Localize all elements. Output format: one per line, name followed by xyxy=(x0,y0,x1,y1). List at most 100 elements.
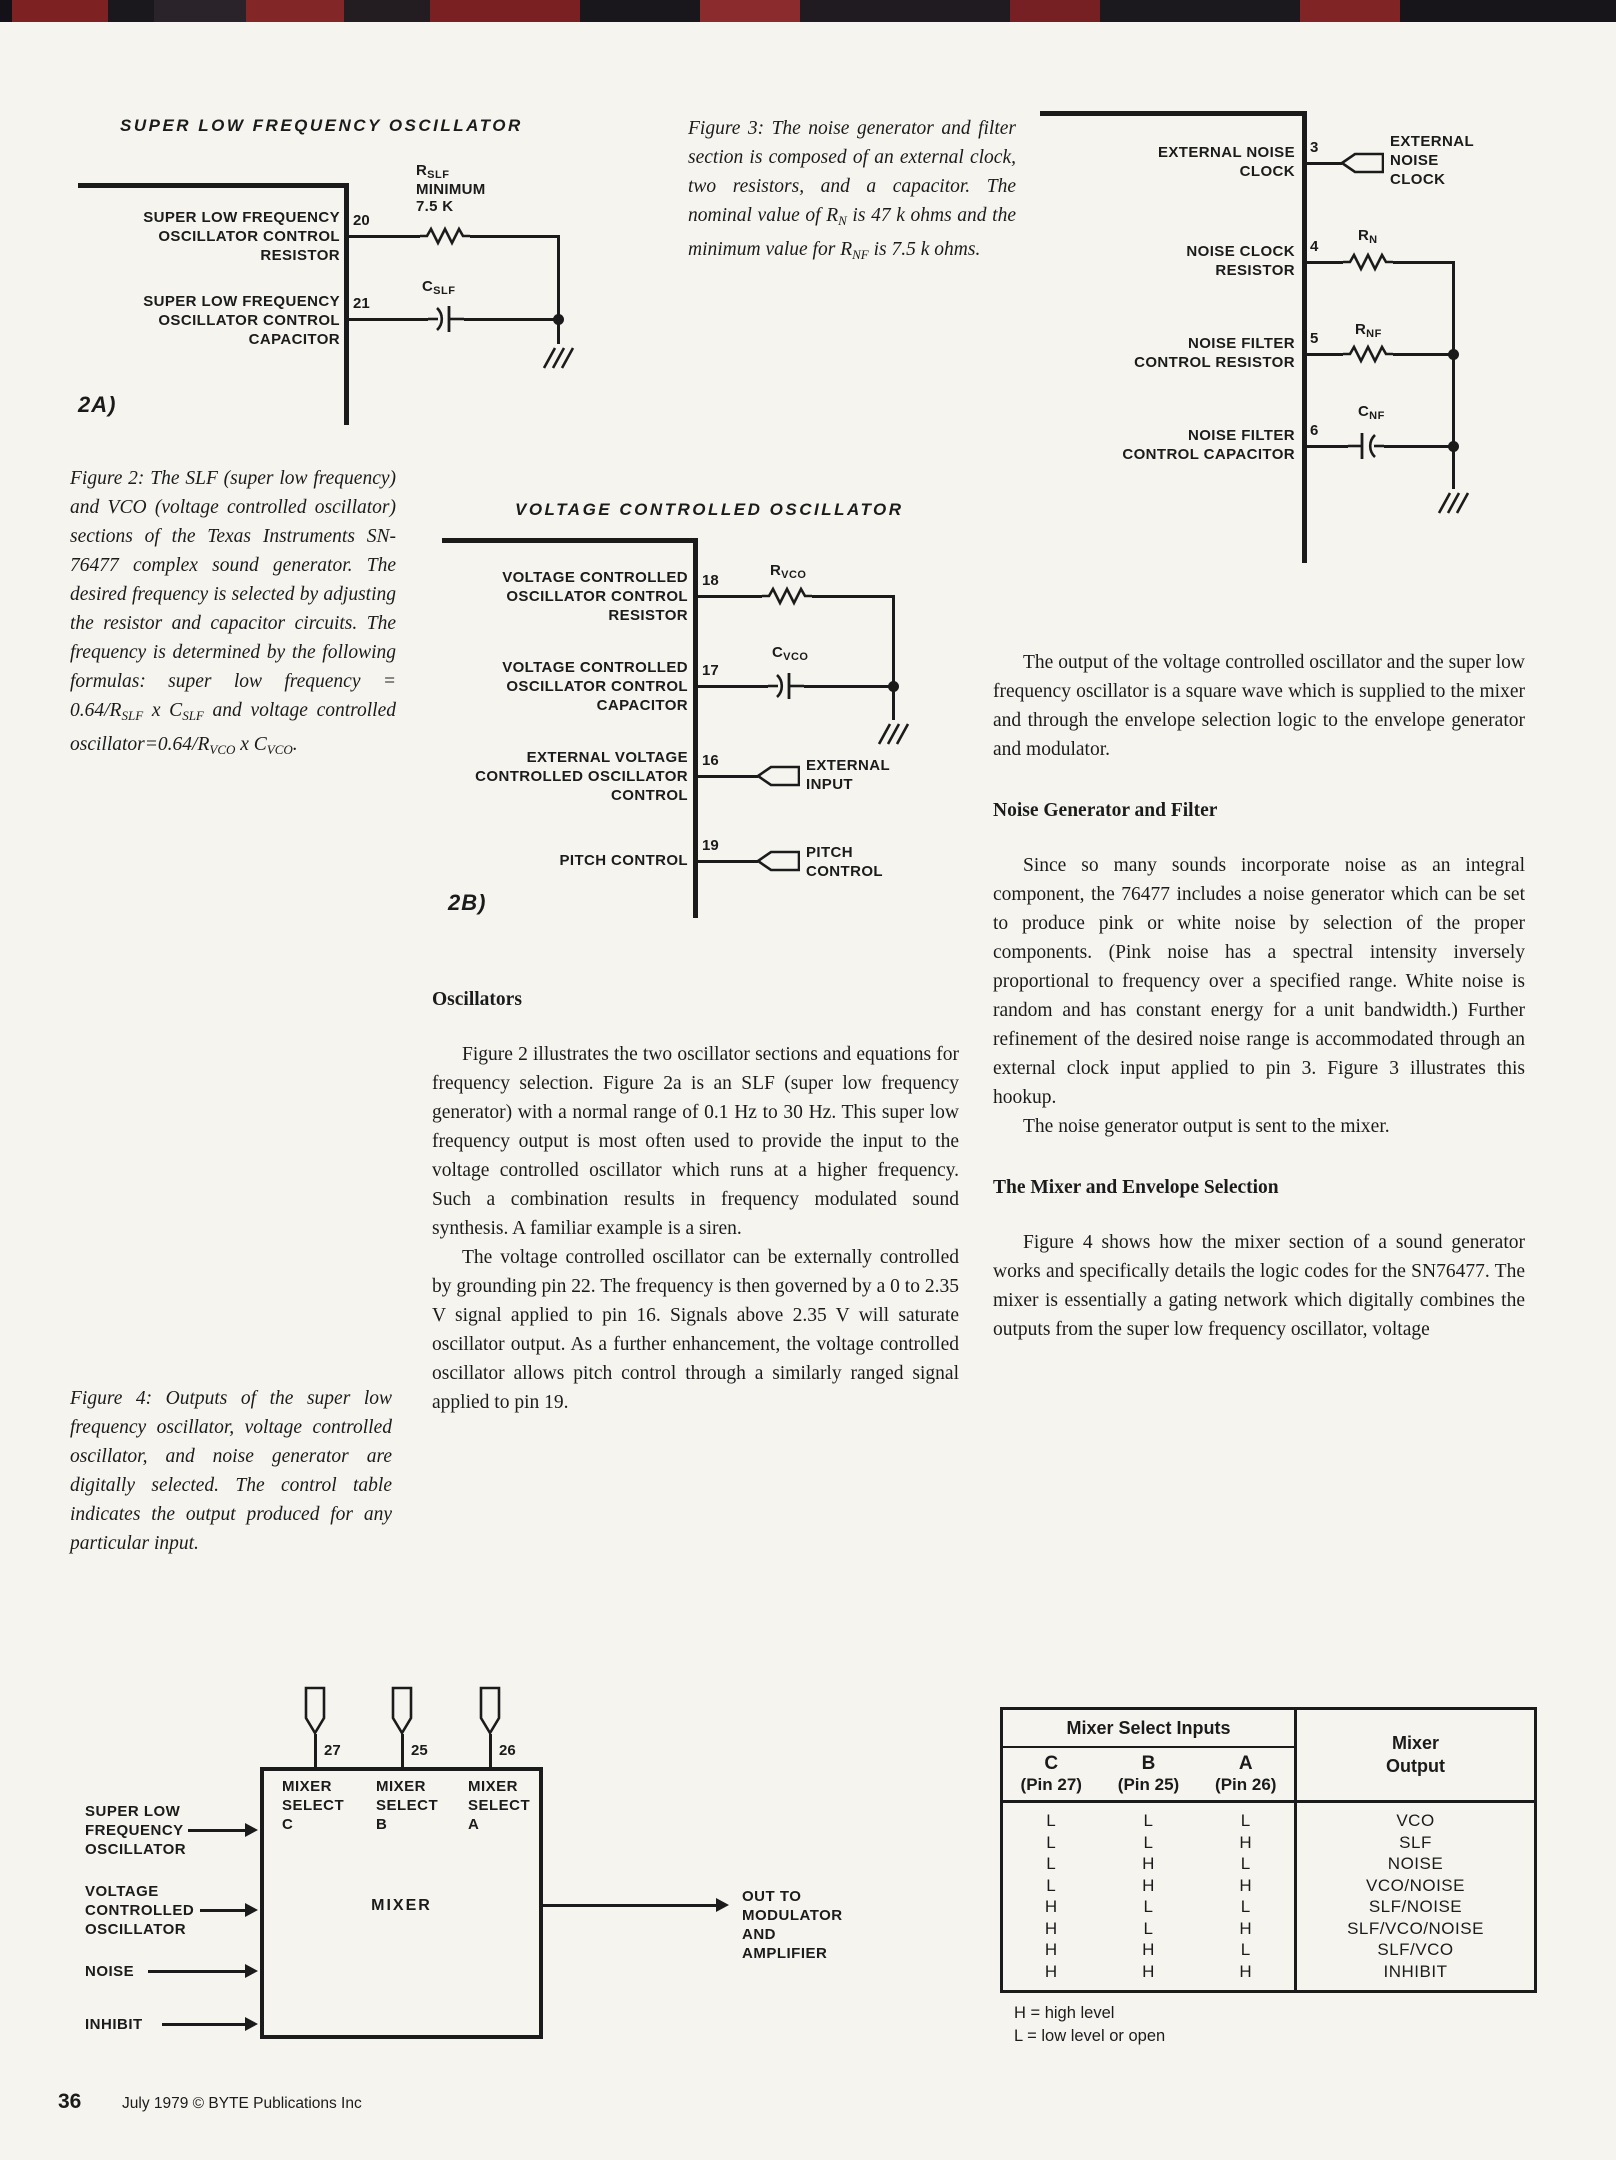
wire xyxy=(162,2023,252,2026)
junction-dot xyxy=(1448,441,1459,452)
figure2-caption: Figure 2: The SLF (super low frequency) … xyxy=(70,468,396,757)
cslf-label: CSLF xyxy=(422,278,456,297)
pin18-label: VOLTAGE CONTROLLED OSCILLATOR CONTROL RE… xyxy=(502,569,688,624)
oscillators-heading: Oscillators xyxy=(432,989,522,1010)
pin25-number: 25 xyxy=(411,1742,428,1759)
cnf-label: CNF xyxy=(1358,403,1385,422)
wire xyxy=(697,685,768,688)
wire xyxy=(892,595,895,687)
fig2b-tag: 2B) xyxy=(448,890,487,915)
wire xyxy=(892,687,895,720)
pin16-number: 16 xyxy=(702,752,719,769)
paragraph: The voltage controlled oscillator can be… xyxy=(432,1247,959,1413)
paragraph: Figure 4 shows how the mixer section of … xyxy=(993,1232,1525,1340)
wire xyxy=(1307,353,1343,356)
pin5-number: 5 xyxy=(1310,330,1319,347)
paragraph: The output of the voltage controlled osc… xyxy=(993,652,1525,760)
capacitor-icon xyxy=(1348,431,1384,461)
pin20-number: 20 xyxy=(353,212,370,229)
select-connector-icon xyxy=(478,1686,502,1736)
wire xyxy=(1307,261,1343,264)
pin4-number: 4 xyxy=(1310,238,1319,255)
table-col-header-c: C(Pin 27) xyxy=(1001,1747,1100,1803)
table-output-header: Mixer Output xyxy=(1294,1708,1536,1803)
wire xyxy=(1307,445,1348,448)
pin6-label: NOISE FILTER CONTROL CAPACITOR xyxy=(1122,427,1295,463)
pin6-number: 6 xyxy=(1310,422,1319,439)
wire xyxy=(1393,353,1455,356)
wire xyxy=(78,183,349,188)
fig2a-tag: 2A) xyxy=(78,392,117,417)
wire xyxy=(557,320,560,344)
mixer-select-a-label: MIXER SELECT A xyxy=(468,1778,531,1833)
mixer-select-table: Mixer Select Inputs Mixer Output C(Pin 2… xyxy=(1000,1707,1537,1993)
pin17-number: 17 xyxy=(702,662,719,679)
wire xyxy=(543,1904,718,1907)
oscillators-column: Oscillators Figure 2 illustrates the two… xyxy=(432,985,959,1417)
wire xyxy=(1452,261,1455,489)
wire xyxy=(442,538,698,543)
external-connector-icon xyxy=(1340,152,1384,174)
figure4-caption: Figure 4: Outputs of the super low frequ… xyxy=(70,1388,392,1554)
figure-2a-slf-circuit: SUPER LOW FREQUENCY OSCILLATOR SUPER LOW… xyxy=(70,112,590,442)
wire xyxy=(314,1734,317,1767)
rvco-label: RVCO xyxy=(770,562,807,581)
wire xyxy=(464,318,560,321)
table-note-low: L = low level or open xyxy=(1014,2027,1166,2045)
junction-dot xyxy=(1448,349,1459,360)
junction-dot xyxy=(553,314,564,325)
chip-edge xyxy=(693,538,698,918)
pin4-label: NOISE CLOCK RESISTOR xyxy=(1186,243,1295,279)
table-group-header: Mixer Select Inputs xyxy=(1001,1708,1296,1748)
mixer-box-label: MIXER xyxy=(371,1897,432,1914)
select-connector-icon xyxy=(303,1686,327,1736)
wire xyxy=(188,1829,252,1832)
mixer-box xyxy=(260,1767,543,2039)
pin27-number: 27 xyxy=(324,1742,341,1759)
ground-icon xyxy=(876,720,910,746)
wire xyxy=(148,1970,252,1973)
junction-dot xyxy=(888,681,899,692)
external-input-connector-icon xyxy=(756,765,800,787)
capacitor-icon xyxy=(768,671,804,701)
paragraph: Since so many sounds incorporate noise a… xyxy=(993,855,1525,1108)
paragraph: The noise generator output is sent to th… xyxy=(1023,1116,1390,1137)
external-input-label: EXTERNAL INPUT xyxy=(806,757,891,793)
wire xyxy=(1307,162,1342,165)
wire xyxy=(557,235,560,320)
pin17-label: VOLTAGE CONTROLLED OSCILLATOR CONTROL CA… xyxy=(502,659,688,714)
page-number: 36 xyxy=(58,2090,82,2113)
ground-icon xyxy=(1436,489,1470,515)
wire xyxy=(1384,445,1455,448)
table-col-header-a: A(Pin 26) xyxy=(1197,1747,1296,1803)
wire xyxy=(348,318,428,321)
resistor-icon xyxy=(420,226,470,246)
mixer-envelope-heading: The Mixer and Envelope Selection xyxy=(993,1177,1279,1198)
pin5-label: NOISE FILTER CONTROL RESISTOR xyxy=(1134,335,1295,371)
pitch-control-label: PITCH CONTROL xyxy=(806,844,883,880)
wire xyxy=(489,1734,492,1767)
arrowhead-icon xyxy=(716,1898,736,1912)
chip-edge xyxy=(344,183,349,425)
arrowhead-icon xyxy=(245,2017,265,2031)
wire xyxy=(200,1909,252,1912)
wire xyxy=(812,595,895,598)
resistor-icon xyxy=(1343,344,1393,364)
figure-4-mixer-diagram: 27 25 26 MIXER SELECT C MIXER SELECT B M… xyxy=(80,1682,842,2072)
pin20-label: SUPER LOW FREQUENCY OSCILLATOR CONTROL R… xyxy=(143,209,340,264)
capacitor-icon xyxy=(428,304,464,334)
figure3-caption: Figure 3: The noise generator and filter… xyxy=(688,118,1016,262)
arrowhead-icon xyxy=(245,1823,265,1837)
chip-edge xyxy=(1302,111,1307,563)
rn-label: RN xyxy=(1358,227,1378,246)
mixer-output-label: OUT TO MODULATOR AND AMPLIFIER xyxy=(742,1888,843,1962)
wire xyxy=(697,775,758,778)
